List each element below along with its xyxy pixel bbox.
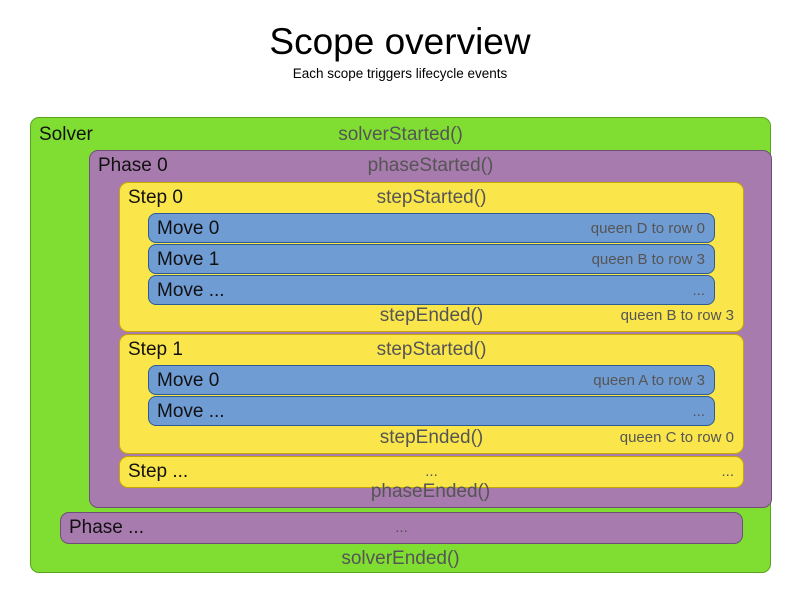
solver-scope[interactable]: Solver solverStarted() Phase 0 phaseStar… [30,117,772,574]
step-1-started-row: Step 1 stepStarted() [120,335,743,365]
move-scope[interactable]: Move ... ... [148,396,715,426]
move-label: Move 1 [157,249,220,270]
phase-0-ended-row: phaseEnded() [90,477,771,507]
step-1-ended-detail: queen C to row 0 [619,429,734,446]
solver-started-row: Solver solverStarted() [31,120,770,150]
step-0-label: Step 0 [128,187,183,208]
step-0-ended-detail: queen B to row 3 [620,307,734,324]
move-scope[interactable]: Move 0 queen D to row 0 [148,213,715,243]
step-0-started-row: Step 0 stepStarted() [120,183,743,213]
step-0-moves-list: Move 0 queen D to row 0 Move 1 queen B t… [120,213,743,306]
solver-ended-event: solverEnded() [341,548,460,569]
phase-0-started-event: phaseStarted() [367,155,494,176]
step-0-ended-event: stepEnded() [379,305,484,326]
phase-0-scope[interactable]: Phase 0 phaseStarted() Step 0 stepStarte… [89,150,772,508]
step-1-scope[interactable]: Step 1 stepStarted() Move 0 queen A to r… [119,334,744,454]
move-scope[interactable]: Move ... ... [148,275,715,305]
phase-0-started-row: Phase 0 phaseStarted() [90,151,771,181]
move-label: Move ... [157,280,225,301]
move-scope[interactable]: Move 0 queen A to row 3 [148,365,715,395]
phase-ellipsis-label: Phase ... [69,517,144,538]
solver-ended-row: solverEnded() [31,544,770,574]
phase-ellipsis-center: ... [395,519,408,536]
move-label: Move 0 [157,218,220,239]
page-header: Scope overview Each scope triggers lifec… [0,0,800,81]
step-0-scope[interactable]: Step 0 stepStarted() Move 0 queen D to r… [119,182,744,332]
step-ellipsis-center: ... [425,463,438,480]
step-0-ended-row: stepEnded() queen B to row 3 [120,301,743,331]
solver-started-event: solverStarted() [338,124,463,145]
move-label: Move ... [157,401,225,422]
move-detail: queen B to row 3 [591,251,705,268]
step-1-ended-row: stepEnded() queen C to row 0 [120,423,743,453]
step-0-started-event: stepStarted() [376,187,487,208]
step-ellipsis-right: ... [721,463,734,480]
step-1-ended-event: stepEnded() [379,427,484,448]
step-1-label: Step 1 [128,339,183,360]
move-label: Move 0 [157,370,220,391]
move-detail: queen A to row 3 [593,372,705,389]
solver-label: Solver [39,124,93,145]
phase-0-label: Phase 0 [98,155,168,176]
phase-ellipsis-scope[interactable]: Phase ... ... [60,512,743,544]
step-1-started-event: stepStarted() [376,339,487,360]
step-ellipsis-label: Step ... [128,461,189,482]
move-detail: ... [692,403,705,420]
page-title: Scope overview [269,21,531,62]
step-1-moves-list: Move 0 queen A to row 3 Move ... ... [120,365,743,427]
phase-0-ended-event: phaseEnded() [370,481,491,502]
step-ellipsis-scope[interactable]: Step ... ... ... [119,456,744,488]
move-detail: ... [692,282,705,299]
move-scope[interactable]: Move 1 queen B to row 3 [148,244,715,274]
page-subtitle: Each scope triggers lifecycle events [292,65,508,81]
move-detail: queen D to row 0 [590,220,705,237]
